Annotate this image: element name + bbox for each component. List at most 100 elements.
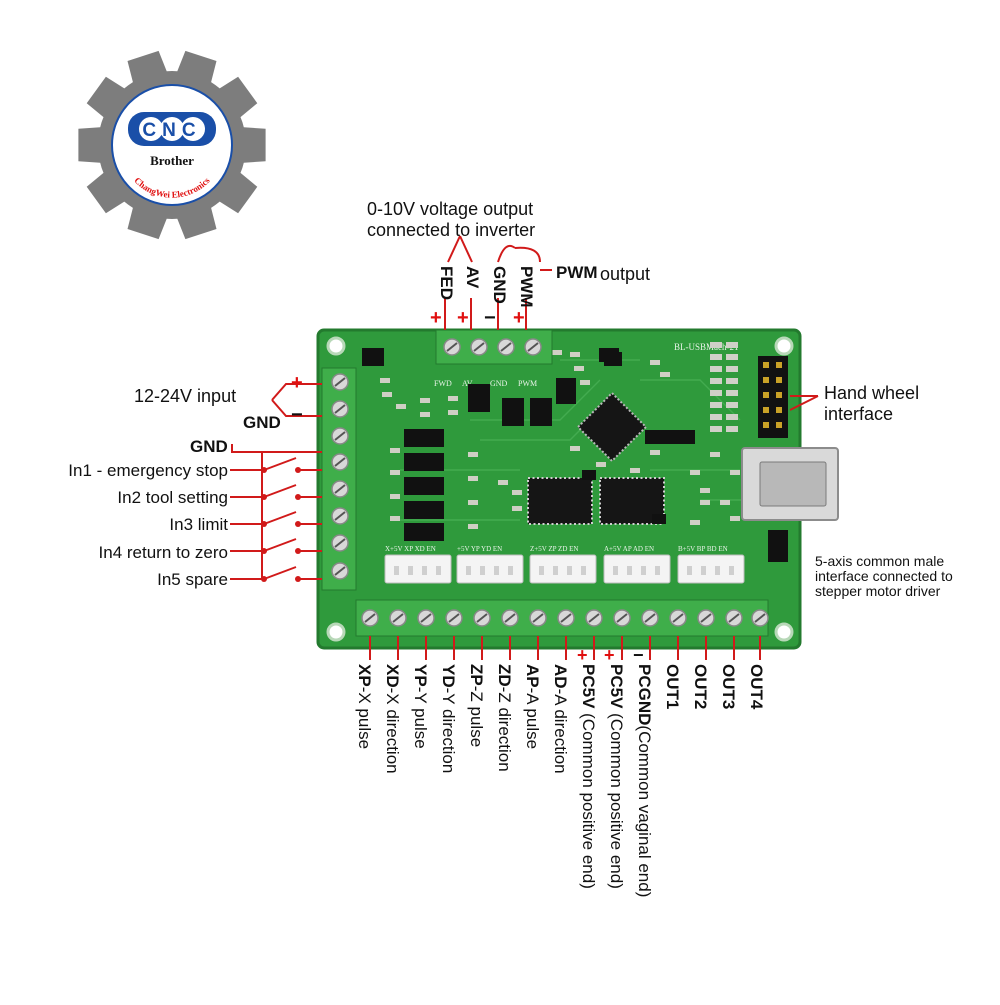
- input-in2-label: In2 tool setting: [117, 488, 228, 507]
- smd-resistor: [726, 414, 738, 420]
- top-sign-pwm: +: [513, 307, 525, 329]
- smd-component: [552, 350, 562, 355]
- connector-pin: [567, 566, 572, 575]
- screw-slot: [448, 613, 460, 623]
- smd-resistor: [710, 342, 722, 348]
- top-sign-fed: +: [430, 307, 442, 329]
- smd-component: [468, 452, 478, 457]
- header-pin: [763, 422, 769, 428]
- annotation-wire: [231, 444, 322, 453]
- bottom-pin-desc: (Common vaginal end): [635, 725, 654, 898]
- smd-component: [420, 398, 430, 403]
- smd-component: [690, 470, 700, 475]
- bottom-pin-key: AP: [523, 664, 542, 688]
- driver-header-label: +5V YP YD EN: [457, 545, 502, 553]
- screw-slot: [700, 613, 712, 623]
- smd-component: [690, 520, 700, 525]
- smd-component: [448, 396, 458, 401]
- header-pin: [763, 362, 769, 368]
- logo-initials-badge: CNC: [128, 112, 216, 146]
- header-pin: [776, 392, 782, 398]
- smd-resistor: [726, 342, 738, 348]
- top-pin-gnd: GND: [490, 266, 509, 304]
- header-pin: [763, 377, 769, 383]
- connector-pin: [729, 566, 734, 575]
- optocoupler: [404, 429, 444, 447]
- smd-component: [390, 470, 400, 475]
- connector-pin: [581, 566, 586, 575]
- bottom-pin-label: AD-A direction: [551, 664, 570, 774]
- bottom-pin-label: OUT3: [719, 664, 738, 709]
- bottom-terminal-block: [355, 599, 769, 637]
- pwm-output-label: output: [600, 264, 651, 284]
- screw-slot: [644, 613, 656, 623]
- screw-slot: [334, 538, 346, 548]
- board-model-text: BL-USBMach-21: [674, 342, 739, 352]
- bottom-pin-label: ZD-Z direction: [495, 664, 514, 772]
- top-silk-label: GND: [490, 379, 508, 388]
- bottom-sign-pc5v-b: +: [604, 645, 615, 665]
- smd-resistor: [710, 402, 722, 408]
- annotation-wires: [231, 235, 819, 660]
- jumper-header: [645, 430, 695, 444]
- bottom-pin-key: OUT4: [747, 664, 766, 710]
- optocoupler: [404, 523, 444, 541]
- smd-resistor: [710, 390, 722, 396]
- smd-component: [630, 468, 640, 473]
- top-sign-av: +: [457, 307, 469, 329]
- screw-slot: [473, 342, 485, 352]
- left-terminal-block: [321, 367, 357, 591]
- top-pin-pwm: PWM: [517, 266, 536, 308]
- smd-resistor: [710, 414, 722, 420]
- mount-hole-icon: [774, 622, 794, 642]
- driver-header-label: X+5V XP XD EN: [385, 545, 436, 553]
- screw-slot: [334, 404, 346, 414]
- smd-component: [512, 490, 522, 495]
- smd-component: [468, 524, 478, 529]
- smd-resistor: [710, 354, 722, 360]
- bottom-pin-key: PC5V: [607, 664, 626, 709]
- bottom-pin-desc: -X pulse: [355, 686, 374, 750]
- optocoupler-array: [404, 429, 444, 541]
- voltage-output-label-line2: connected to inverter: [367, 220, 536, 240]
- screw-slot: [527, 342, 539, 352]
- bottom-pin-desc: -Z pulse: [467, 685, 486, 748]
- screw-slot: [754, 613, 766, 623]
- bottom-pin-label: ZP-Z pulse: [467, 664, 486, 748]
- top-pin-fed: FED: [437, 266, 456, 300]
- smd-component: [420, 412, 430, 417]
- power-plus-sign: +: [291, 372, 303, 394]
- smd-component: [730, 516, 740, 521]
- screw-slot: [588, 613, 600, 623]
- switch-blade: [263, 484, 297, 498]
- header-body: [758, 356, 788, 438]
- bottom-pin-desc: -Y direction: [439, 687, 458, 774]
- connector-pin: [715, 566, 720, 575]
- header-pin: [763, 392, 769, 398]
- switch-blade: [263, 538, 297, 552]
- connector-pin: [627, 566, 632, 575]
- smd-component: [468, 476, 478, 481]
- optocoupler: [404, 477, 444, 495]
- driver-connector: [456, 554, 524, 584]
- top-pin-av: AV: [463, 266, 482, 289]
- smd-components: [380, 350, 740, 529]
- screw-slot: [446, 342, 458, 352]
- bottom-pin-label: YD-Y direction: [439, 664, 458, 774]
- power-input-label: 12-24V input: [134, 386, 237, 406]
- bottom-pin-desc: (Common positive end): [607, 708, 626, 889]
- smd-component: [390, 516, 400, 521]
- bottom-pin-desc: -Y pulse: [411, 686, 430, 749]
- annotation-wire: [459, 235, 473, 263]
- screw-slot: [334, 431, 346, 441]
- screw-slot: [334, 377, 346, 387]
- bottom-pin-desc: -A direction: [551, 688, 570, 774]
- smd-component: [710, 452, 720, 457]
- connector-pin: [539, 566, 544, 575]
- connector-pin: [436, 566, 441, 575]
- bottom-pin-label: AP-A pulse: [523, 664, 542, 749]
- smd-component: [574, 366, 584, 371]
- input-switches: [230, 452, 322, 582]
